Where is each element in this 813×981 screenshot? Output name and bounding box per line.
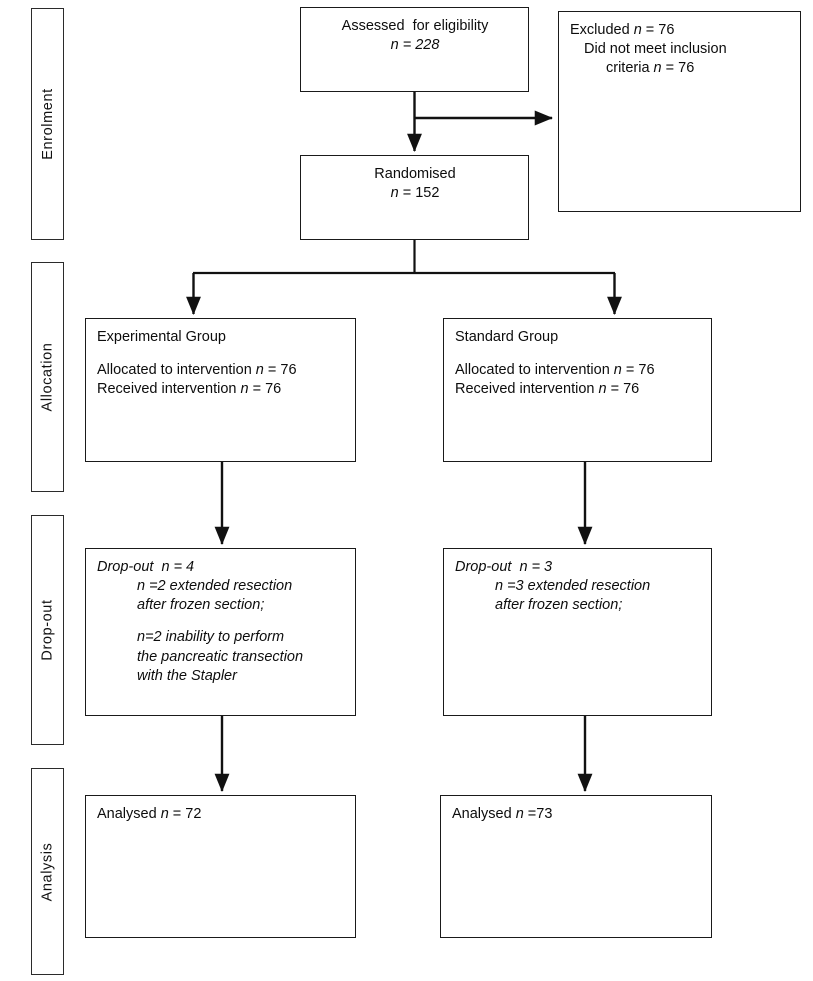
analysis-right-n: n [515,806,524,822]
standard-group-title: Standard Group [455,329,559,345]
excluded-line-3-n: n [653,60,662,77]
assessed-count-value: 228 [415,37,440,54]
analysis-left-value: = 72 [168,806,202,822]
experimental-group-title: Experimental Group [97,329,226,345]
node-assessed-for-eligibility: Assessed for eligibility n = 228 [300,7,529,92]
stage-label-allocation: Allocation [39,342,56,412]
standard-allocated-value: = 76 [621,362,655,379]
assessed-count: n = 228 [312,36,518,55]
standard-received-value: = 76 [606,381,640,398]
node-analysis-standard: Analysed n =73 [440,795,712,938]
standard-allocated-n: n [613,362,622,379]
randomised-title: Randomised [374,166,456,182]
randomised-count: n = 152 [312,184,518,203]
randomised-count-eq: = [398,185,416,202]
dropout-right-line-1: Drop-out n = 3 [455,559,553,575]
node-randomised: Randomised n = 152 [300,155,529,240]
stage-label-enrolment: Enrolment [39,88,56,160]
randomised-count-value: 152 [415,185,440,202]
standard-allocated: Allocated to intervention n = 76 [455,361,701,380]
excluded-line-1: Excluded n = 76 [570,21,790,40]
excluded-line-3-text: criteria [606,60,654,77]
analysis-right-value: =73 [523,806,553,822]
node-standard-group: Standard Group Allocated to intervention… [443,318,712,462]
dropout-left-line-4: n=2 inability to perform [137,629,285,646]
dropout-left-line-1: Drop-out n = 4 [97,559,195,575]
dropout-left-line-2: n =2 extended resection [137,578,293,595]
stage-rail-enrolment: Enrolment [31,8,64,240]
randomised-count-n: n [390,185,399,202]
experimental-received-text: Received intervention [97,381,241,398]
stage-rail-dropout: Drop-out [31,515,64,745]
stage-rail-analysis: Analysis [31,768,64,975]
dropout-right-line-3: after frozen section; [495,597,623,614]
standard-allocated-text: Allocated to intervention [455,362,614,379]
node-experimental-group: Experimental Group Allocated to interven… [85,318,356,462]
node-excluded: Excluded n = 76 Did not meet inclusion c… [558,11,801,212]
experimental-received-n: n [240,381,249,398]
experimental-allocated-n: n [255,362,264,379]
stage-label-dropout: Drop-out [39,599,56,661]
standard-received-n: n [598,381,607,398]
analysis-left-n: n [160,806,169,822]
analysis-left-label: Analysed [97,806,161,822]
experimental-allocated-value: = 76 [263,362,297,379]
dropout-left-line-5: the pancreatic transection [137,648,304,665]
experimental-allocated-text: Allocated to intervention [97,362,256,379]
assessed-count-n: n [390,37,399,54]
analysis-right-text: Analysed n =73 [452,805,701,824]
analysis-left-text: Analysed n = 72 [97,805,345,824]
experimental-received: Received intervention n = 76 [97,380,345,399]
analysis-right-label: Analysed [452,806,516,822]
excluded-line-1-value: = 76 [641,22,675,38]
assessed-title: Assessed for eligibility [341,18,489,34]
excluded-line-1-n: n [633,22,642,38]
standard-received-text: Received intervention [455,381,599,398]
excluded-line-2: Did not meet inclusion [584,41,727,58]
node-dropout-experimental: Drop-out n = 4 n =2 extended resection a… [85,548,356,716]
experimental-received-value: = 76 [248,381,282,398]
standard-received: Received intervention n = 76 [455,380,701,399]
dropout-left-line-3: after frozen section; [137,597,265,614]
excluded-line-3-value: = 76 [661,60,695,77]
node-analysis-experimental: Analysed n = 72 [85,795,356,938]
dropout-left-line-6: with the Stapler [137,667,237,684]
node-dropout-standard: Drop-out n = 3 n =3 extended resection a… [443,548,712,716]
dropout-left-spacer [97,615,345,628]
experimental-allocated: Allocated to intervention n = 76 [97,361,345,380]
assessed-count-eq: = [398,37,416,54]
excluded-line-3: criteria n = 76 [570,59,790,78]
dropout-right-line-2: n =3 extended resection [495,578,651,595]
stage-label-analysis: Analysis [39,842,56,901]
excluded-line-1-text: Excluded [570,22,634,38]
stage-rail-allocation: Allocation [31,262,64,492]
